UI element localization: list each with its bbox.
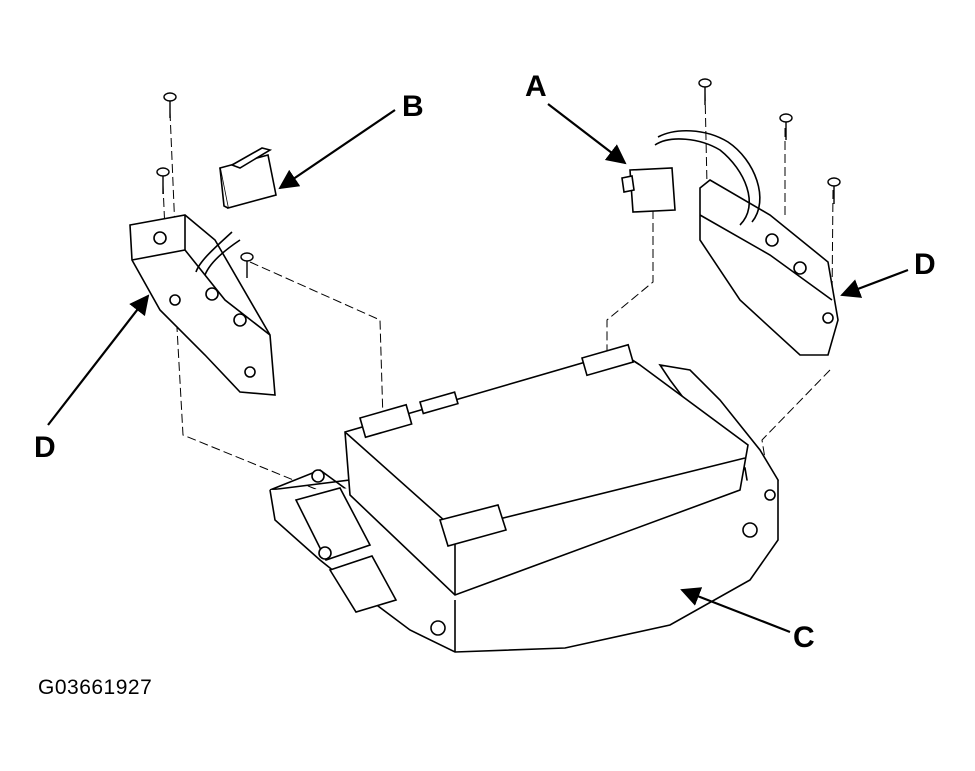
- leader-arrows: [47, 103, 909, 634]
- leader-arrow-c: [680, 587, 791, 634]
- callout-d-right-label: D: [914, 248, 936, 281]
- alignment-lines: [162, 91, 834, 491]
- callout-c-label: C: [793, 621, 815, 654]
- screw-icon: [827, 177, 841, 204]
- screw-icon: [163, 92, 177, 118]
- figure-id: G03661927: [38, 676, 153, 699]
- connector-a: [621, 167, 676, 213]
- callout-d-left-label: D: [34, 431, 56, 464]
- leader-arrow-b: [278, 109, 396, 190]
- callout-a-label: A: [525, 70, 547, 103]
- leader-arrow-d-right: [840, 268, 909, 298]
- leader-arrow-d-left: [47, 294, 150, 426]
- control-unit-c: [269, 343, 779, 653]
- screw-icon: [156, 167, 170, 194]
- callout-b-label: B: [402, 90, 424, 123]
- screw-icon: [698, 78, 712, 105]
- switch-assembly-right: [654, 129, 839, 356]
- screw-icon: [240, 252, 254, 278]
- mounting-screws: [156, 78, 841, 278]
- switch-assembly-left: [129, 214, 276, 396]
- connector-b: [219, 147, 277, 209]
- screw-icon: [779, 113, 793, 140]
- leader-arrow-a: [547, 103, 627, 165]
